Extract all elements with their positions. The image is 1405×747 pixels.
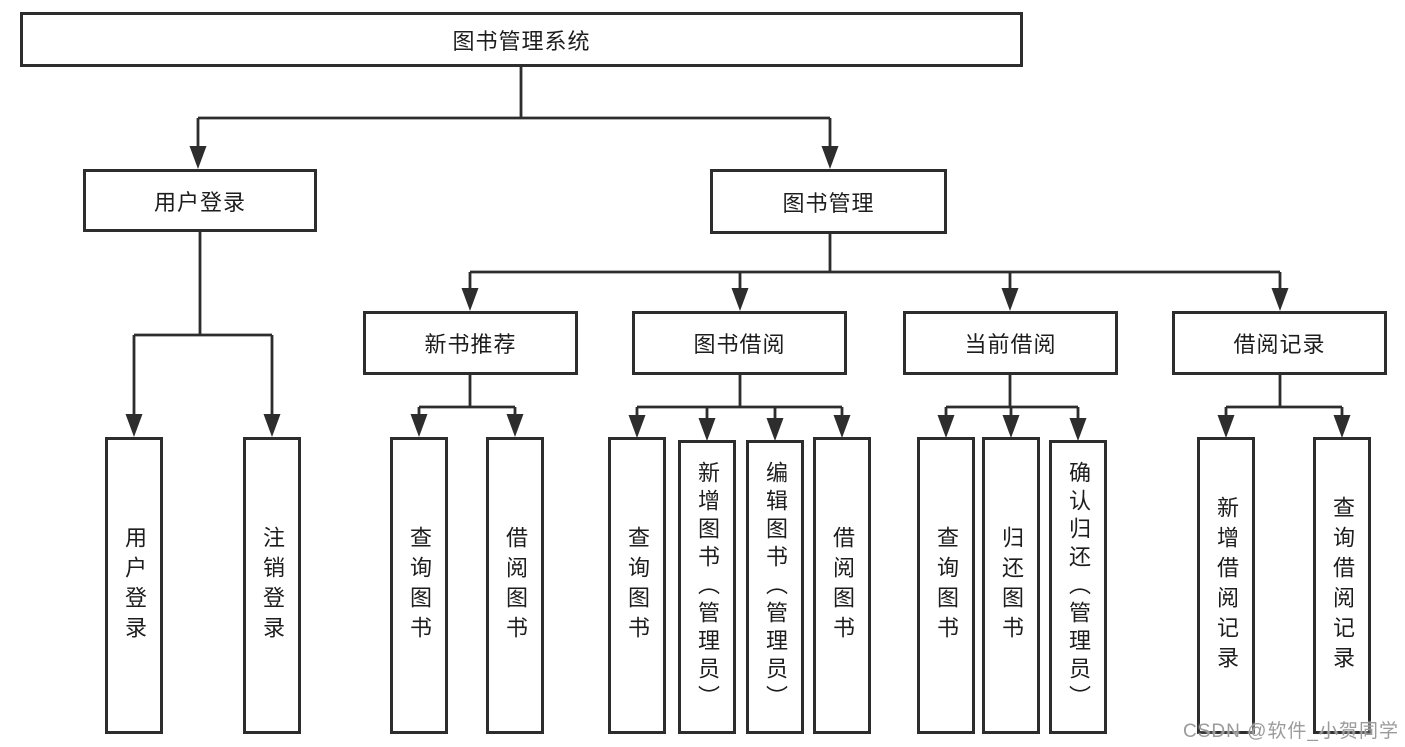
arrowhead [1002, 415, 1020, 438]
leaf-add-borrow-record: 新增借阅记录 [1197, 437, 1255, 734]
node-current-borrowing: 当前借阅 [903, 311, 1118, 375]
arrowhead [628, 415, 646, 438]
arrowhead [125, 414, 143, 437]
leaf-borrow-books-recommend: 借阅图书 [486, 437, 544, 734]
arrowhead [698, 418, 716, 441]
leaf-user-login: 用户登录 [105, 437, 163, 734]
arrowhead [1333, 415, 1351, 438]
leaf-return-books: 归还图书 [982, 437, 1040, 734]
leaf-add-books-admin: 新增图书（管理员） [678, 440, 736, 734]
node-user-login: 用户登录 [83, 169, 317, 232]
arrowhead [833, 415, 851, 438]
arrowhead [766, 418, 784, 441]
leaf-edit-books-admin: 编辑图书（管理员） [746, 440, 804, 734]
node-library-management-system: 图书管理系统 [20, 12, 1023, 67]
arrowhead [1271, 288, 1289, 311]
arrowhead [506, 414, 524, 437]
node-book-management: 图书管理 [710, 169, 947, 234]
arrowhead [1001, 288, 1019, 311]
csdn-watermark: CSDN @软件_小贺同学 [1183, 721, 1399, 742]
node-book-borrowing: 图书借阅 [632, 311, 847, 375]
leaf-borrow-books-borrowing: 借阅图书 [813, 437, 871, 734]
arrowhead [1069, 418, 1087, 441]
arrowhead [410, 414, 428, 437]
leaf-query-books-borrowing: 查询图书 [608, 437, 666, 734]
arrowhead [263, 414, 281, 437]
arrowhead [937, 415, 955, 438]
arrowhead [189, 146, 207, 169]
node-new-book-recommendation: 新书推荐 [363, 311, 578, 375]
leaf-logout: 注销登录 [243, 437, 301, 734]
leaf-query-books-recommend: 查询图书 [390, 437, 448, 734]
leaf-query-books-current: 查询图书 [917, 437, 975, 734]
arrowhead [821, 146, 839, 169]
arrowhead [1217, 415, 1235, 438]
arrowhead [461, 288, 479, 311]
leaf-query-borrow-record: 查询借阅记录 [1313, 437, 1371, 734]
arrowhead [731, 288, 749, 311]
node-borrowing-records: 借阅记录 [1172, 311, 1387, 375]
leaf-confirm-return-admin: 确认归还（管理员） [1049, 440, 1107, 734]
